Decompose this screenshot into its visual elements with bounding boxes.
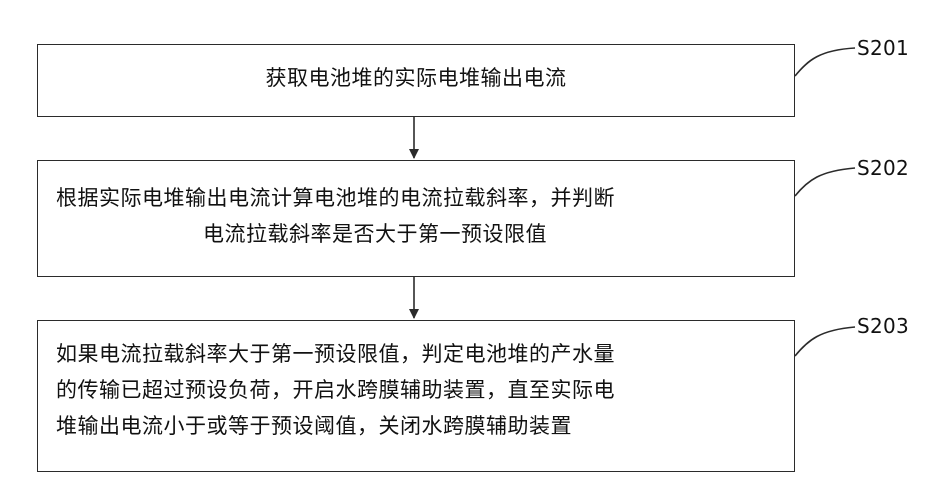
step-text-s202-line-2: 电流拉载斜率是否大于第一预设限值 — [203, 221, 794, 248]
leader-line-s202 — [795, 168, 855, 196]
step-text-s201: 获取电池堆的实际电堆输出电流 — [38, 65, 794, 92]
step-box-s202: 根据实际电堆输出电流计算电池堆的电流拉载斜率，并判断 电流拉载斜率是否大于第一预… — [37, 160, 795, 277]
step-box-s201: 获取电池堆的实际电堆输出电流 — [37, 44, 795, 117]
step-label-s202: S202 — [857, 156, 909, 180]
leader-line-s203 — [795, 327, 855, 356]
step-text-s203-line-3: 堆输出电流小于或等于预设阈值，关闭水跨膜辅助装置 — [56, 413, 794, 440]
leader-line-s201 — [795, 48, 855, 76]
step-label-s201: S201 — [857, 36, 909, 60]
step-label-s203: S203 — [857, 314, 909, 338]
step-text-s202-line-1: 根据实际电堆输出电流计算电池堆的电流拉载斜率，并判断 — [56, 185, 794, 212]
step-text-s203-line-2: 的传输已超过预设负荷，开启水跨膜辅助装置，直至实际电 — [56, 377, 794, 404]
step-box-s203: 如果电流拉载斜率大于第一预设限值，判定电池堆的产水量 的传输已超过预设负荷，开启… — [37, 320, 795, 472]
step-text-s203-line-1: 如果电流拉载斜率大于第一预设限值，判定电池堆的产水量 — [56, 341, 794, 368]
